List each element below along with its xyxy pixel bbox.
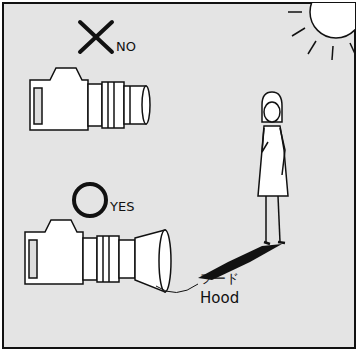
- circle-mark: [74, 184, 106, 216]
- camera-without-hood: [30, 68, 150, 130]
- leader-line: [156, 284, 198, 293]
- cross-mark: [80, 22, 112, 52]
- frame: [3, 3, 355, 348]
- sun: [288, 3, 355, 60]
- hood-label: Hood: [200, 290, 239, 307]
- camera-with-hood: [25, 220, 171, 292]
- hood-label-japanese: フード: [200, 272, 239, 286]
- woman-figure: [258, 92, 288, 244]
- yes-label: YES: [110, 200, 134, 214]
- no-label: NO: [116, 40, 136, 54]
